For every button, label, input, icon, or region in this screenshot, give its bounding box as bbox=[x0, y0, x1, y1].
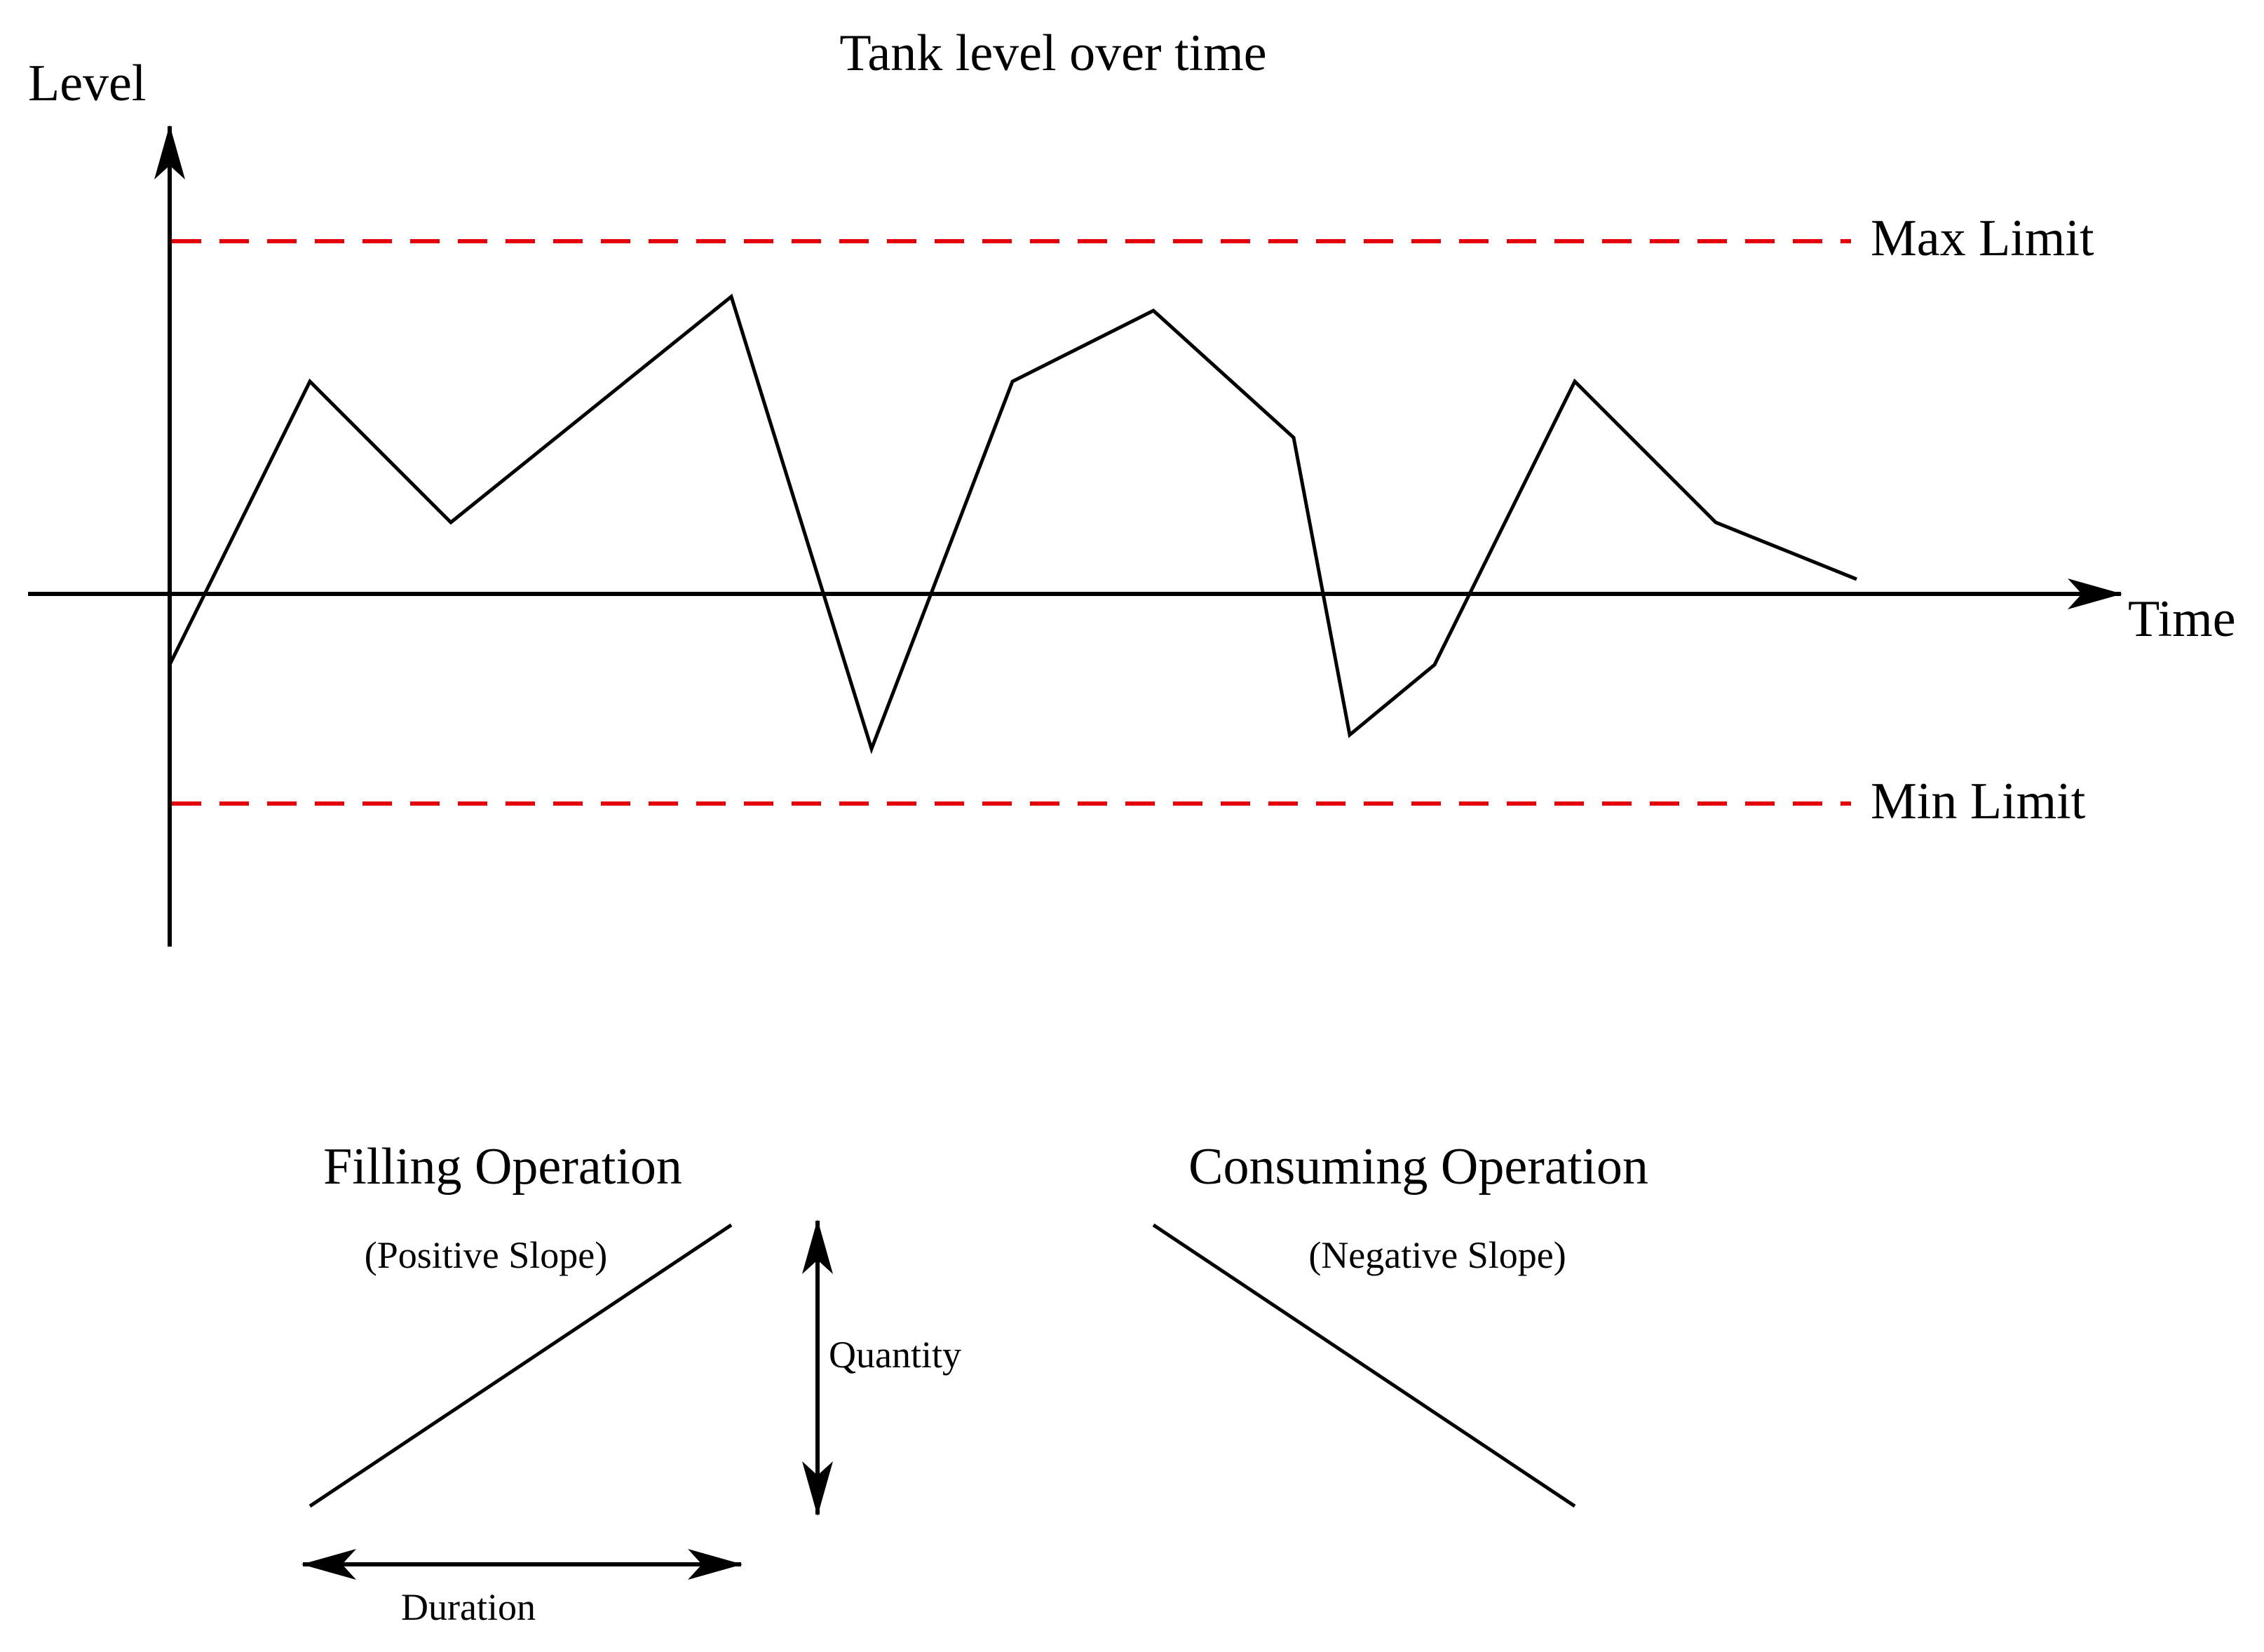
consuming-slope-line bbox=[1152, 1223, 1576, 1508]
chart-title: Tank level over time bbox=[839, 25, 1266, 82]
y-axis-label: Level bbox=[28, 55, 146, 112]
min-limit-label: Min Limit bbox=[1871, 773, 2086, 830]
consuming-operation-subtitle: (Negative Slope) bbox=[1308, 1234, 1566, 1276]
filling-operation-title: Filling Operation bbox=[323, 1138, 682, 1196]
consuming-operation-title: Consuming Operation bbox=[1188, 1138, 1648, 1196]
x-axis-label: Time bbox=[2128, 590, 2236, 648]
duration-label: Duration bbox=[401, 1586, 536, 1628]
quantity-label: Quantity bbox=[829, 1334, 961, 1376]
max-limit-label: Max Limit bbox=[1871, 210, 2094, 267]
filling-slope-line bbox=[309, 1223, 733, 1508]
tank-level-line bbox=[168, 293, 1857, 754]
filling-operation-subtitle: (Positive Slope) bbox=[365, 1234, 608, 1276]
